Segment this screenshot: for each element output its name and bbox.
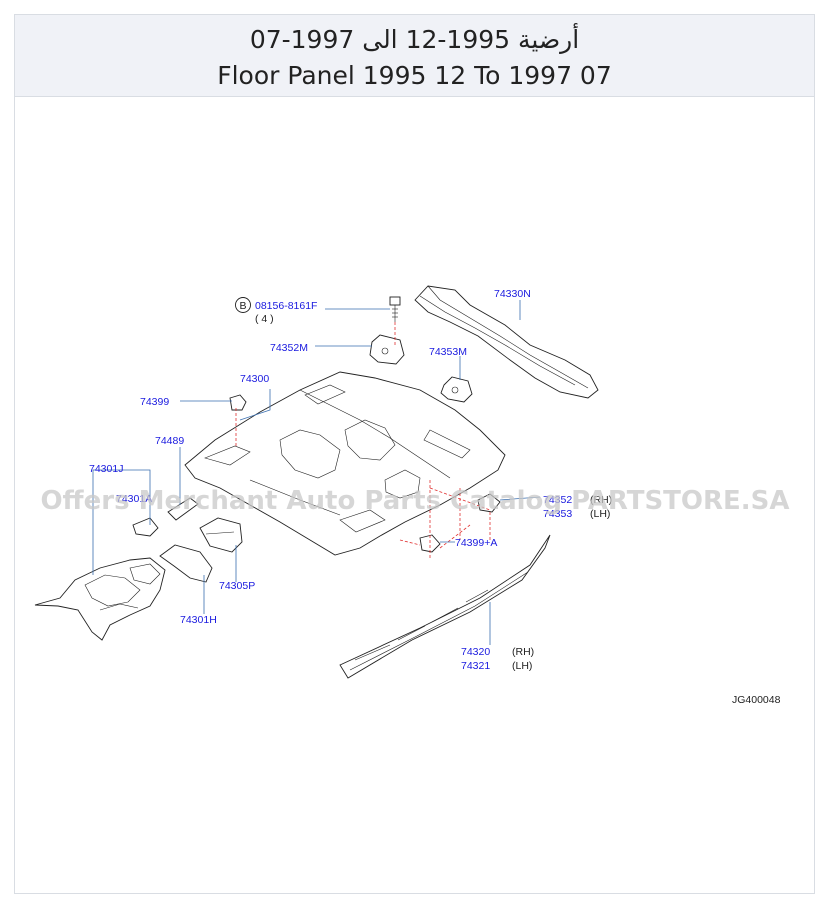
- part-label-74301h[interactable]: 74301H: [180, 614, 217, 626]
- side-label-lh-74353: (LH): [590, 508, 610, 520]
- floor-panel-drawing: [184, 371, 506, 556]
- bracket-74352m-drawing: [369, 334, 405, 365]
- part-label-74489[interactable]: 74489: [155, 435, 184, 447]
- title-arabic: أرضية 1995-12 الى 1997-07: [249, 25, 580, 54]
- part-74489-drawing: [167, 497, 199, 521]
- side-sill-drawing: [339, 534, 551, 679]
- side-label-rh-74320: (RH): [512, 646, 534, 658]
- callout-letter: B: [239, 300, 246, 312]
- part-label-74399a[interactable]: 74399+A: [455, 537, 497, 549]
- watermark: Offers Merchant Auto Parts Catalog PARTS…: [40, 486, 789, 516]
- bolt-drawing: [389, 296, 401, 322]
- part-label-74301a[interactable]: 74301A: [116, 493, 152, 505]
- part-label-74305p[interactable]: 74305P: [219, 580, 255, 592]
- side-label-rh-74352: (RH): [590, 494, 612, 506]
- part-label-74353[interactable]: 74353: [543, 508, 572, 520]
- part-label-74352m[interactable]: 74352M: [270, 342, 308, 354]
- part-label-74321[interactable]: 74321: [461, 660, 490, 672]
- callout-circle: [235, 297, 251, 313]
- part-label-74353m[interactable]: 74353M: [429, 346, 467, 358]
- leader-lines: [92, 300, 541, 645]
- bracket-74301a-drawing: [132, 517, 159, 537]
- part-74301h-drawing: [159, 544, 213, 583]
- diagram-code: JG400048: [732, 694, 781, 706]
- part-label-74330n[interactable]: 74330N: [494, 288, 531, 300]
- part-label-74352[interactable]: 74352: [543, 494, 572, 506]
- part-label-74320[interactable]: 74320: [461, 646, 490, 658]
- diagram-frame: أرضية 1995-12 الى 1997-07 Floor Panel 19…: [14, 14, 815, 894]
- guide-dashes: [235, 322, 491, 560]
- side-label-lh-74321: (LH): [512, 660, 532, 672]
- part-74305p-drawing: [199, 517, 243, 553]
- part-label-74300[interactable]: 74300: [240, 373, 269, 385]
- clip-74399-drawing: [229, 394, 247, 411]
- header: أرضية 1995-12 الى 1997-07 Floor Panel 19…: [15, 15, 814, 97]
- front-floor-drawing: [34, 557, 166, 641]
- title-english: Floor Panel 1995 12 To 1997 07: [217, 61, 612, 90]
- part-label-08156-8161f[interactable]: 08156-8161F: [255, 300, 317, 312]
- part-label-74399[interactable]: 74399: [140, 396, 169, 408]
- tunnel-reinforcement-drawing: [414, 285, 599, 399]
- bracket-74353m-drawing: [440, 376, 473, 403]
- callout-qty: ( 4 ): [255, 313, 274, 325]
- part-label-74301j[interactable]: 74301J: [89, 463, 123, 475]
